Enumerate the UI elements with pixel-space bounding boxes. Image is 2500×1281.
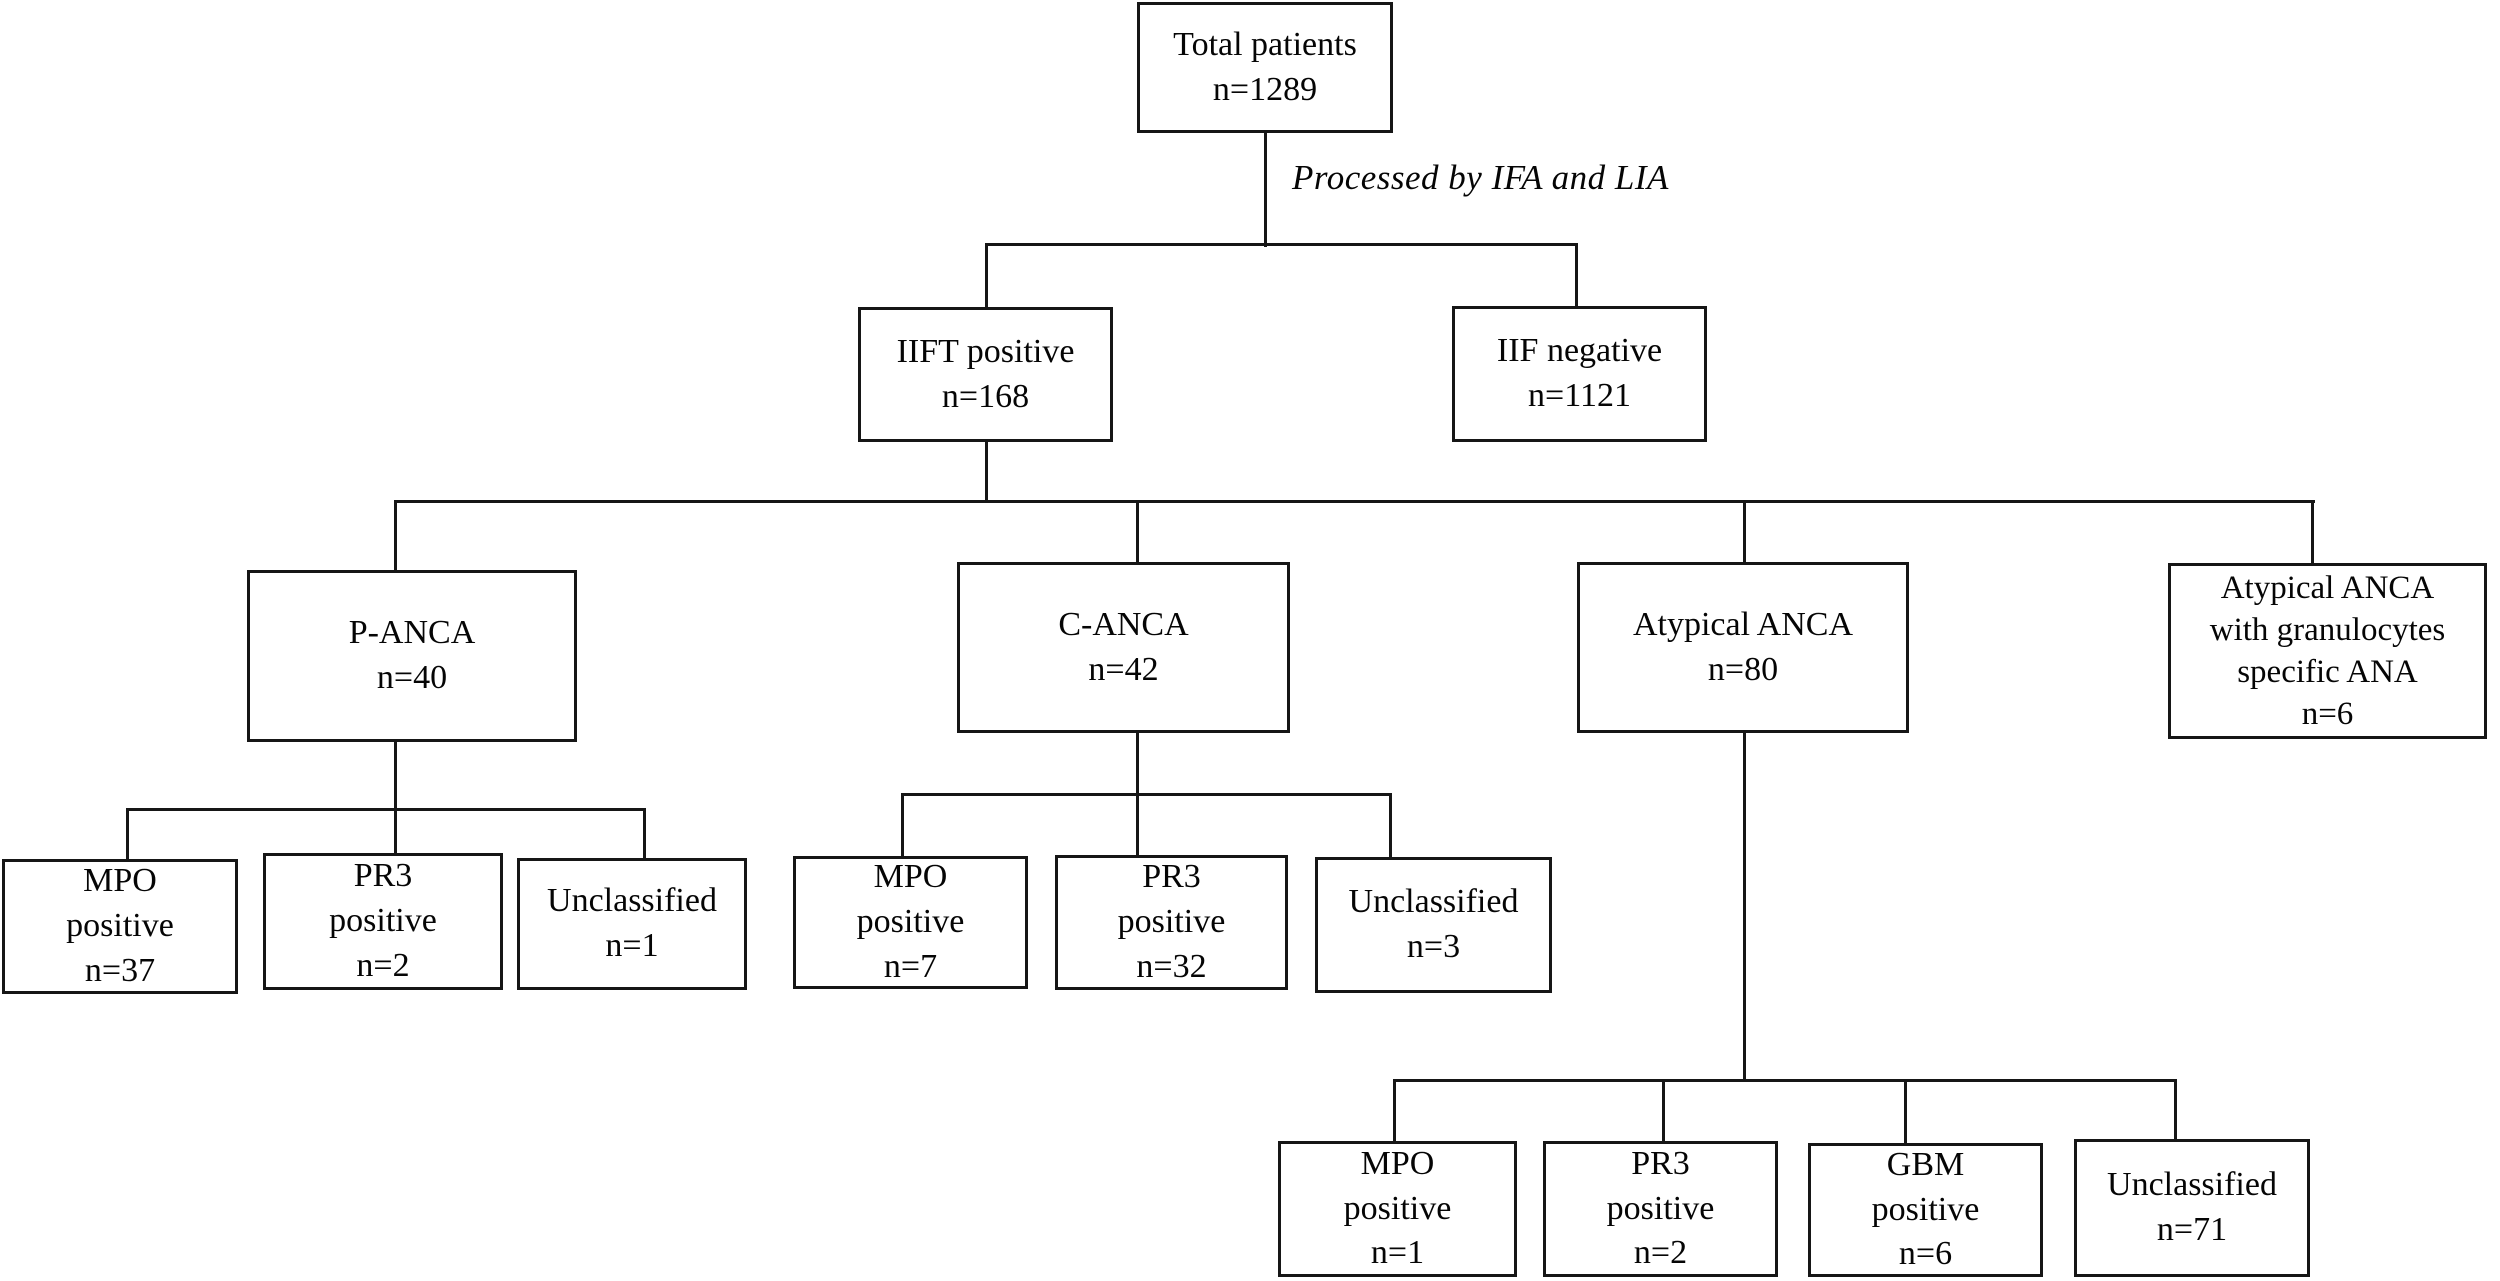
node-label: IIFT positive bbox=[896, 332, 1075, 370]
connector-line bbox=[394, 501, 397, 571]
node-label: positive bbox=[1117, 903, 1226, 941]
node-count: n=7 bbox=[883, 947, 938, 985]
node-count: n=1289 bbox=[1212, 70, 1318, 108]
node-label: Unclassified bbox=[547, 882, 717, 920]
node-atypical-mpo-positive: MPO positive n=1 bbox=[1278, 1141, 1517, 1277]
node-count: n=2 bbox=[1633, 1234, 1688, 1272]
connector-line bbox=[1136, 501, 1139, 563]
node-c-anca-mpo-positive: MPO positive n=7 bbox=[793, 856, 1028, 989]
node-p-anca: P-ANCA n=40 bbox=[247, 570, 577, 742]
node-count: n=1121 bbox=[1528, 377, 1631, 414]
node-label: GBM bbox=[1886, 1145, 1965, 1183]
connector-line bbox=[126, 808, 129, 860]
connector-line bbox=[985, 244, 988, 308]
node-label: MPO bbox=[873, 858, 948, 896]
node-count: n=6 bbox=[2301, 696, 2354, 733]
node-p-anca-unclassified: Unclassified n=1 bbox=[517, 858, 747, 990]
node-p-anca-pr3-positive: PR3 positive n=2 bbox=[263, 853, 503, 990]
process-annotation: Processed by IFA and LIA bbox=[1292, 158, 1669, 197]
node-label: positive bbox=[856, 903, 965, 941]
connector-line bbox=[901, 793, 1392, 796]
node-label: positive bbox=[1343, 1189, 1452, 1227]
node-count: n=37 bbox=[84, 951, 156, 989]
node-atypical-pr3-positive: PR3 positive n=2 bbox=[1543, 1141, 1778, 1277]
node-count: n=1 bbox=[605, 927, 659, 964]
node-count: n=80 bbox=[1707, 650, 1779, 688]
connector-line bbox=[394, 500, 2315, 503]
node-count: n=42 bbox=[1088, 650, 1159, 688]
node-iif-negative: IIF negative n=1121 bbox=[1452, 306, 1707, 442]
connector-line bbox=[1743, 733, 1746, 1082]
node-label: Atypical ANCA bbox=[1632, 605, 1854, 643]
node-atypical-anca: Atypical ANCA n=80 bbox=[1577, 562, 1909, 733]
connector-line bbox=[1264, 133, 1267, 247]
connector-line bbox=[901, 793, 904, 857]
node-count: n=6 bbox=[1898, 1235, 1953, 1273]
node-count: n=168 bbox=[941, 377, 1030, 415]
node-label: with granulocytes bbox=[2209, 611, 2446, 648]
node-c-anca: C-ANCA n=42 bbox=[957, 562, 1290, 733]
connector-line bbox=[1575, 244, 1578, 307]
node-label: positive bbox=[1606, 1189, 1715, 1227]
node-count: n=40 bbox=[376, 659, 448, 696]
connector-line bbox=[1743, 501, 1746, 563]
node-count: n=2 bbox=[356, 946, 410, 984]
node-label: positive bbox=[329, 902, 437, 940]
node-label: PR3 bbox=[1631, 1144, 1690, 1182]
node-label: MPO bbox=[1360, 1144, 1435, 1182]
node-label: PR3 bbox=[1142, 858, 1201, 896]
node-label: P-ANCA bbox=[348, 614, 476, 652]
node-count: n=1 bbox=[1370, 1234, 1425, 1272]
node-atypical-anca-granulocytes-ana: Atypical ANCA with granulocytes specific… bbox=[2168, 563, 2487, 739]
node-label: positive bbox=[1871, 1190, 1980, 1228]
connector-line bbox=[1393, 1079, 2177, 1082]
connector-line bbox=[2311, 501, 2314, 564]
connector-line bbox=[985, 243, 1578, 246]
node-label: IIF negative bbox=[1496, 332, 1663, 370]
connector-line bbox=[1662, 1079, 1665, 1142]
node-label: specific ANA bbox=[2237, 654, 2418, 690]
node-atypical-gbm-positive: GBM positive n=6 bbox=[1808, 1143, 2043, 1277]
connector-line bbox=[1393, 1079, 1396, 1142]
node-iift-positive: IIFT positive n=168 bbox=[858, 307, 1113, 442]
node-total-patients: Total patients n=1289 bbox=[1137, 2, 1393, 133]
node-label: MPO bbox=[83, 862, 157, 900]
connector-line bbox=[985, 442, 988, 503]
node-p-anca-mpo-positive: MPO positive n=37 bbox=[2, 859, 238, 994]
node-label: C-ANCA bbox=[1058, 605, 1189, 643]
node-label: Atypical ANCA bbox=[2220, 569, 2435, 606]
connector-line bbox=[126, 808, 646, 811]
node-label: Unclassified bbox=[2107, 1166, 2277, 1204]
node-label: Total patients bbox=[1173, 25, 1357, 63]
connector-line bbox=[1389, 793, 1392, 858]
node-count: n=3 bbox=[1406, 928, 1461, 965]
node-label: positive bbox=[66, 907, 174, 945]
connector-line bbox=[394, 742, 397, 854]
node-count: n=71 bbox=[2156, 1211, 2228, 1248]
connector-line bbox=[1904, 1079, 1907, 1144]
node-count: n=32 bbox=[1136, 947, 1207, 985]
connector-line bbox=[2174, 1079, 2177, 1140]
node-label: PR3 bbox=[353, 857, 413, 895]
node-c-anca-unclassified: Unclassified n=3 bbox=[1315, 857, 1552, 993]
connector-line bbox=[643, 808, 646, 859]
node-atypical-unclassified: Unclassified n=71 bbox=[2074, 1139, 2310, 1277]
node-c-anca-pr3-positive: PR3 positive n=32 bbox=[1055, 855, 1288, 990]
node-label: Unclassified bbox=[1348, 883, 1519, 921]
